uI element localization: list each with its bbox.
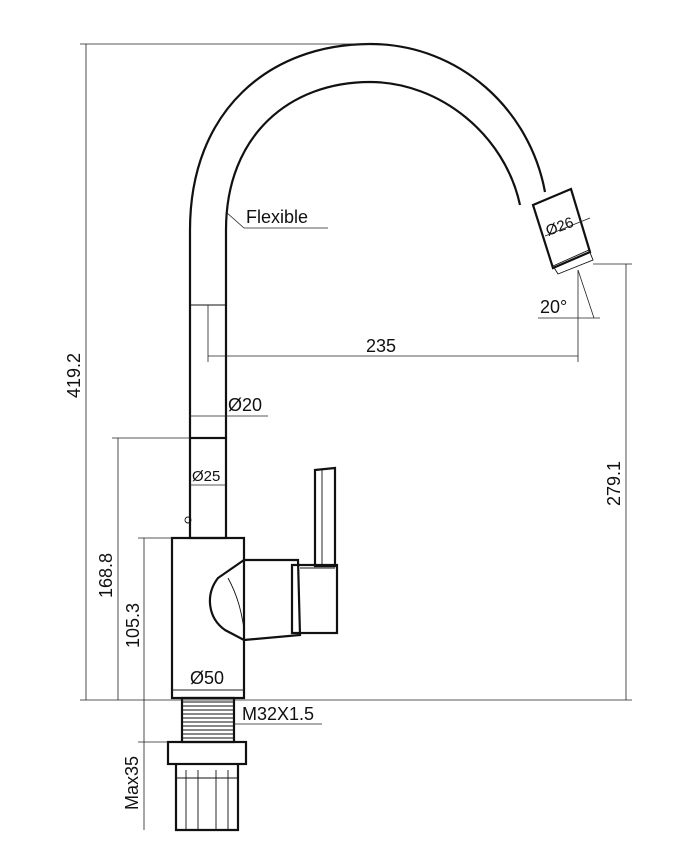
spout-height-label: 279.1 — [604, 461, 624, 506]
vertical-pipe — [184, 436, 228, 540]
angle-label: 20° — [540, 297, 567, 317]
spout-head — [531, 187, 594, 275]
threaded-shank — [180, 696, 236, 744]
body-height-label: 168.8 — [96, 553, 116, 598]
lever-handle — [313, 466, 337, 568]
flexible-spout — [188, 42, 547, 438]
pipe-diameter-label: Ø25 — [192, 468, 220, 485]
flexible-label: Flexible — [246, 207, 308, 227]
spout-diameter-label: Ø26 — [544, 214, 576, 240]
mounting-nut — [166, 740, 248, 832]
thread-label: M32X1.5 — [242, 704, 314, 724]
hose-diameter-label: Ø20 — [228, 395, 262, 415]
reach-label: 235 — [366, 336, 396, 356]
base-height-label: 105.3 — [123, 603, 143, 648]
max-thickness-label: Max35 — [122, 756, 142, 810]
base-diameter-label: Ø50 — [190, 668, 224, 688]
dimension-lines — [80, 43, 632, 830]
total-height-label: 419.2 — [64, 353, 84, 398]
